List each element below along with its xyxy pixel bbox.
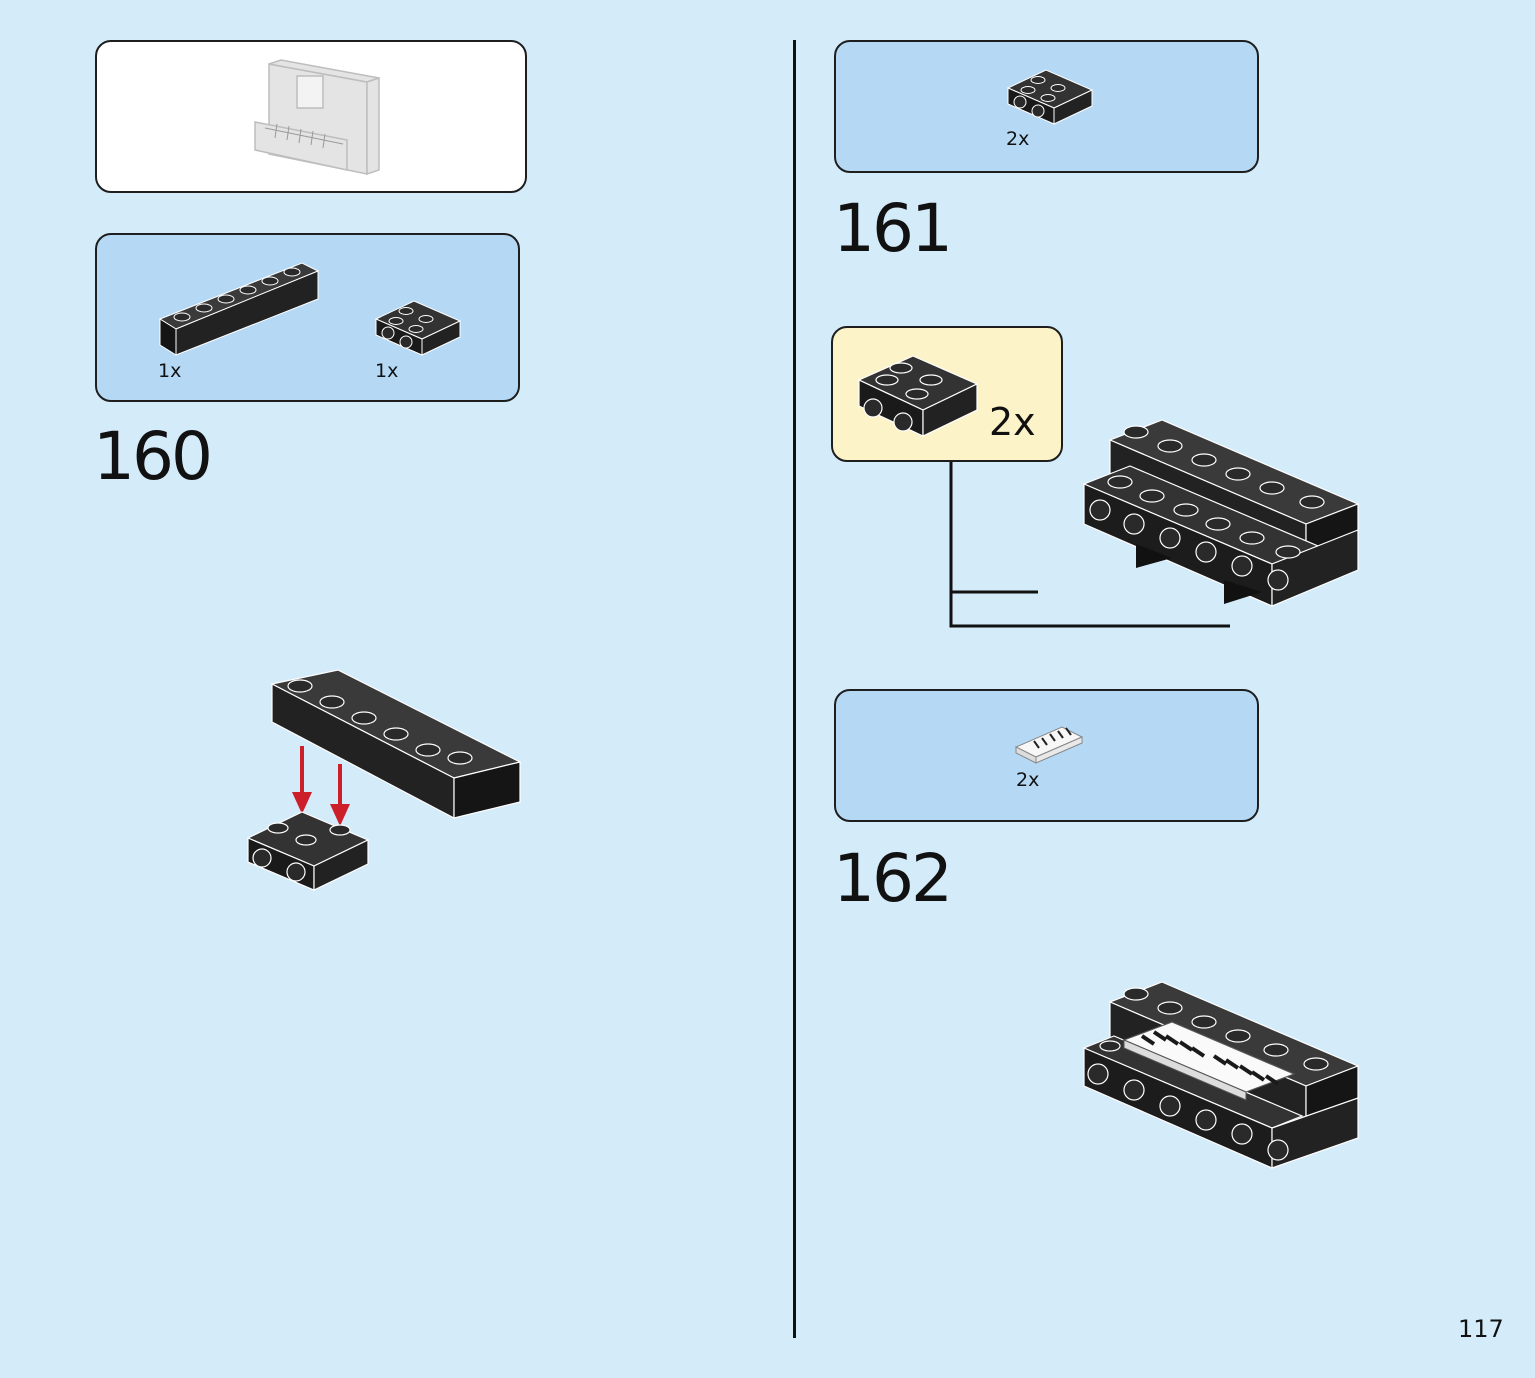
plate-2x2-side-studs-icon [374,300,462,356]
step-162-parts-panel: 2x [834,689,1259,822]
step-161-callout-qty: 2x [989,400,1036,444]
plate-2x2-side-studs-icon [1006,69,1094,125]
step-162-number: 162 [833,840,953,917]
piano-preview-illustration [254,59,380,176]
step-161-number: 161 [833,190,953,267]
step-160-parts-panel: 1x 1x [95,233,520,402]
step-162-part-qty: 2x [1016,769,1040,791]
step-161-callout-panel: 2x [831,326,1063,462]
step-162-assembly-illustration [1082,981,1360,1169]
piano-keys-tile-icon [1014,726,1084,764]
step-161-assembly-illustration [949,419,1360,628]
column-divider [793,40,796,1338]
step-160-assembly-illustration [246,669,522,891]
model-preview-panel [95,40,527,193]
brick-1x6-icon [158,262,320,356]
page-number: 117 [1458,1315,1504,1343]
step-160-part-1-qty: 1x [158,360,182,382]
step-160-part-2-qty: 1x [375,360,399,382]
step-160-number: 160 [93,418,213,495]
step-161-parts-panel: 2x [834,40,1259,173]
plate-2x2-side-studs-icon [857,355,979,437]
step-161-part-qty: 2x [1006,128,1030,150]
